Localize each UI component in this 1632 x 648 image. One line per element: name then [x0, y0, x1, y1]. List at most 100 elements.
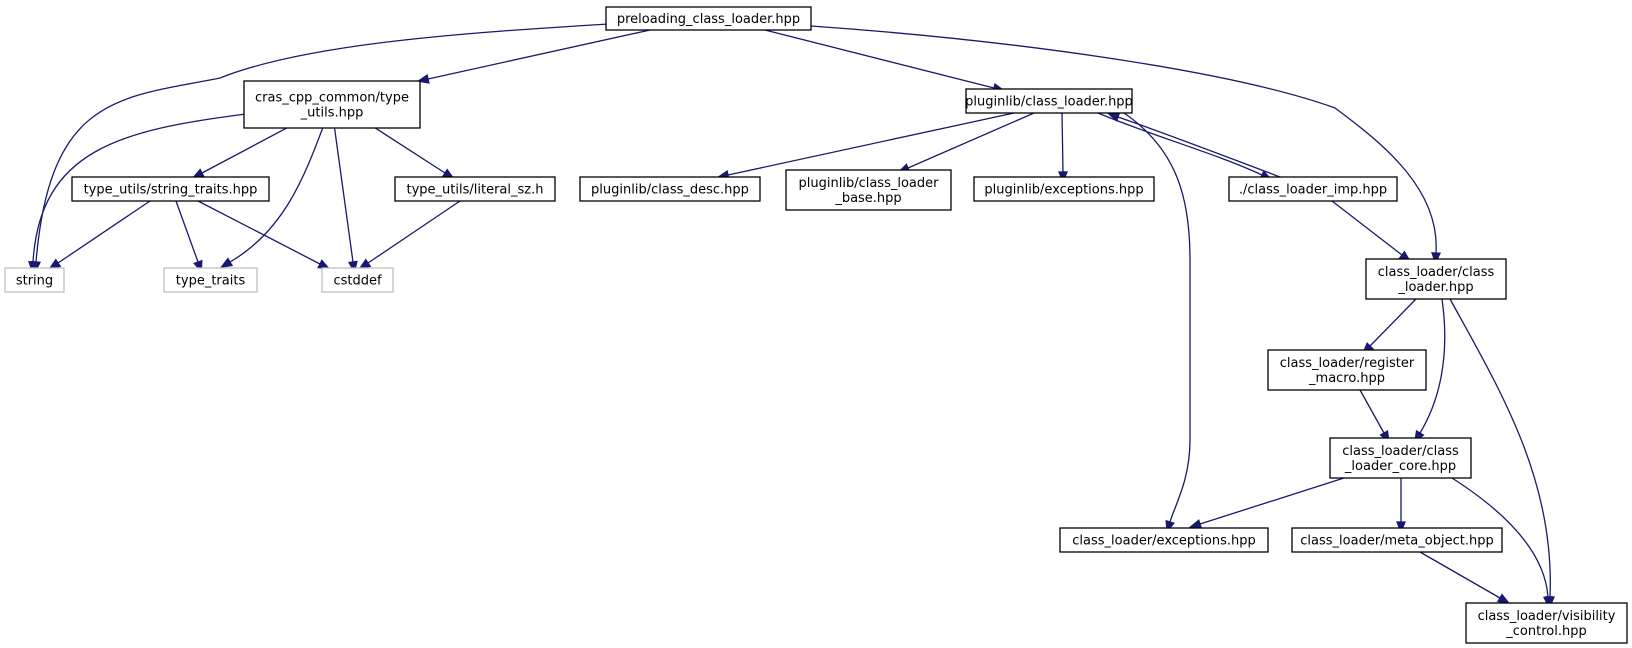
node-class-loader-base-label-line-1: pluginlib/class_loader	[799, 176, 940, 191]
edge-class-loader-core-to-visibility-control-arrowhead	[1543, 595, 1553, 609]
node-register-macro-box	[1267, 349, 1427, 391]
node-register-macro-label-line-1: class_loader/register	[1280, 356, 1415, 371]
edge-type-utils-to-type-traits-line	[229, 121, 326, 263]
node-type-utils[interactable]: cras_cpp_common/type_utils.hpp	[243, 80, 421, 129]
edge-class-loader-imp-to-pluginlib-class-loader-line	[1117, 116, 1281, 178]
edge-meta-object-to-visibility-control-arrowhead	[1496, 593, 1511, 604]
edge-type-utils-to-type-traits-arrowhead	[219, 257, 234, 268]
edge-class-loader-class-loader-to-register-macro-line	[1369, 298, 1417, 347]
node-register-macro[interactable]: class_loader/register_macro.hpp	[1267, 349, 1427, 391]
node-literal-sz[interactable]: type_utils/literal_sz.h	[394, 176, 556, 202]
node-class-loader-core-label-line-1: class_loader/class	[1342, 444, 1459, 459]
node-class-loader-imp[interactable]: ./class_loader_imp.hpp	[1228, 176, 1398, 202]
edge-literal-sz-to-cstddef-arrowhead	[358, 258, 372, 270]
edge-string-traits-to-string-arrowhead	[48, 258, 62, 270]
node-string-traits-label-line-1: type_utils/string_traits.hpp	[84, 183, 258, 198]
edge-class-loader-class-loader-to-class-loader-core-line	[1419, 298, 1446, 434]
node-literal-sz-box	[394, 176, 556, 202]
edge-type-utils-to-cstddef-line	[333, 123, 354, 263]
node-class-loader-class-loader-label-line-1: class_loader/class	[1378, 265, 1495, 280]
edge-root-to-class-loader-class-loader-arrowhead	[1431, 252, 1441, 265]
edge-class-loader-core-to-meta-object	[1396, 478, 1406, 534]
node-pluginlib-class-loader[interactable]: pluginlib/class_loader.hpp	[965, 88, 1133, 114]
node-meta-object[interactable]: class_loader/meta_object.hpp	[1291, 527, 1503, 553]
node-string-traits-box	[71, 176, 270, 202]
node-class-loader-base-label-line-2: _base.hpp	[834, 191, 901, 206]
node-class-loader-class-loader-label-line-2: _loader.hpp	[1397, 280, 1473, 295]
node-class-loader-core[interactable]: class_loader/class_loader_core.hpp	[1329, 437, 1472, 479]
node-pluginlib-class-loader-box	[965, 88, 1133, 114]
node-root-box	[605, 6, 812, 31]
edge-root-to-pluginlib-class-loader-line	[764, 29, 995, 89]
edge-meta-object-to-visibility-control	[1419, 551, 1511, 604]
node-root-label-line-1: preloading_class_loader.hpp	[617, 12, 800, 27]
edge-pluginlib-class-loader-to-class-loader-base-line	[907, 112, 1035, 169]
edge-type-utils-to-literal-sz-line	[365, 121, 446, 174]
node-class-desc-box	[579, 176, 761, 202]
edge-string-traits-to-cstddef-line	[197, 200, 321, 265]
node-cstddef-box	[321, 267, 394, 293]
node-pluginlib-exceptions[interactable]: pluginlib/exceptions.hpp	[973, 176, 1155, 202]
node-visibility-control[interactable]: class_loader/visibility_control.hpp	[1465, 602, 1628, 644]
edge-string-traits-to-type-traits-line	[175, 200, 199, 263]
edge-string-traits-to-type-traits	[175, 200, 203, 274]
node-meta-object-label-line-1: class_loader/meta_object.hpp	[1300, 534, 1493, 549]
edge-class-loader-core-to-meta-object-arrowhead	[1396, 521, 1406, 534]
edge-pluginlib-class-loader-to-class-desc	[716, 112, 1015, 180]
node-class-loader-class-loader-box	[1365, 258, 1507, 300]
edge-meta-object-to-visibility-control-line	[1419, 551, 1501, 599]
edge-type-utils-to-cstddef	[333, 123, 358, 274]
node-class-loader-exceptions-label-line-1: class_loader/exceptions.hpp	[1072, 534, 1255, 549]
edge-root-to-type-utils-arrowhead	[416, 74, 430, 84]
node-class-loader-base[interactable]: pluginlib/class_loader_base.hpp	[785, 169, 952, 211]
edge-pluginlib-class-loader-to-class-loader-base	[897, 112, 1035, 173]
edge-pluginlib-class-loader-to-class-desc-line	[727, 112, 1015, 176]
node-meta-object-box	[1291, 527, 1503, 553]
node-type-utils-label-line-1: cras_cpp_common/type	[255, 91, 409, 106]
edge-pluginlib-class-loader-to-pluginlib-exceptions	[1058, 112, 1068, 184]
node-cstddef-label-line-1: cstddef	[333, 274, 382, 289]
edge-root-to-string	[31, 23, 609, 274]
edge-type-utils-to-string-arrowhead	[28, 261, 38, 274]
node-visibility-control-label-line-1: class_loader/visibility	[1478, 609, 1616, 624]
edge-type-utils-to-literal-sz	[365, 121, 455, 180]
edge-string-traits-to-string	[48, 200, 151, 270]
node-register-macro-label-line-2: _macro.hpp	[1308, 371, 1385, 386]
node-class-desc[interactable]: pluginlib/class_desc.hpp	[579, 176, 761, 202]
edge-type-utils-to-type-traits	[219, 121, 326, 268]
edge-class-loader-core-to-visibility-control-line	[1451, 477, 1549, 598]
node-class-loader-imp-label-line-1: ./class_loader_imp.hpp	[1239, 183, 1387, 198]
edge-pluginlib-class-loader-to-class-loader-exceptions	[1123, 112, 1191, 534]
node-string-box	[4, 267, 65, 293]
edge-type-utils-to-string	[28, 113, 247, 274]
edge-string-traits-to-string-line	[57, 200, 151, 264]
edge-class-loader-imp-to-class-loader-class-loader-line	[1331, 200, 1403, 256]
edge-class-loader-core-to-class-loader-exceptions-line	[1199, 477, 1345, 525]
edge-class-loader-class-loader-to-visibility-control-line	[1449, 298, 1551, 598]
edge-root-to-type-utils-line	[427, 29, 651, 80]
edge-class-loader-core-to-class-loader-exceptions-arrowhead	[1188, 519, 1203, 529]
node-cstddef: cstddef	[321, 267, 394, 293]
node-class-desc-label-line-1: pluginlib/class_desc.hpp	[591, 183, 749, 198]
node-root[interactable]: preloading_class_loader.hpp	[605, 6, 812, 31]
edge-type-utils-to-string-line	[32, 113, 247, 263]
edge-pluginlib-class-loader-to-class-loader-imp-line	[1097, 112, 1263, 176]
edge-class-loader-class-loader-to-register-macro	[1361, 298, 1417, 355]
node-string-label-line-1: string	[16, 274, 53, 289]
edge-class-loader-core-to-class-loader-exceptions	[1188, 477, 1345, 529]
edge-root-to-type-utils	[416, 29, 651, 84]
node-string-traits[interactable]: type_utils/string_traits.hpp	[71, 176, 270, 202]
edge-root-to-string-line	[35, 23, 609, 263]
node-class-loader-base-box	[785, 169, 952, 211]
node-type-utils-box	[243, 80, 421, 129]
edge-type-utils-to-string-traits	[191, 121, 299, 179]
node-class-loader-class-loader[interactable]: class_loader/class_loader.hpp	[1365, 258, 1507, 300]
node-string: string	[4, 267, 65, 293]
edge-register-macro-to-class-loader-core	[1359, 389, 1390, 444]
edge-literal-sz-to-cstddef-line	[367, 200, 461, 264]
node-type-traits-box	[163, 267, 258, 293]
node-type-traits: type_traits	[163, 267, 258, 293]
edge-class-loader-imp-to-class-loader-class-loader	[1331, 200, 1412, 263]
node-class-loader-exceptions[interactable]: class_loader/exceptions.hpp	[1059, 527, 1269, 553]
nodes-layer: preloading_class_loader.hpp cras_cpp_comm…	[4, 6, 1628, 644]
